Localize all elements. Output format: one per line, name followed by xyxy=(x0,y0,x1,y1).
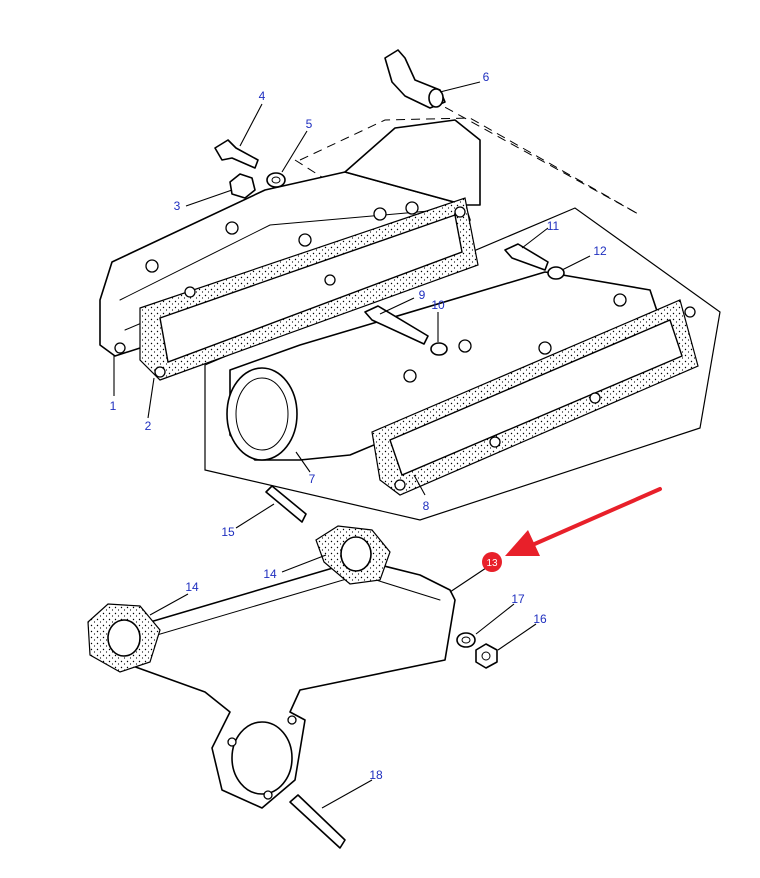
callout-2[interactable]: 2 xyxy=(145,419,152,433)
highlight-badge[interactable]: 13 xyxy=(482,552,502,572)
callout-4[interactable]: 4 xyxy=(259,89,266,103)
bolt[interactable] xyxy=(504,243,549,271)
washer[interactable] xyxy=(266,172,286,188)
stud[interactable] xyxy=(265,485,307,523)
bolt[interactable] xyxy=(214,139,259,169)
callout-1[interactable]: 1 xyxy=(110,399,117,413)
nut[interactable] xyxy=(475,643,498,669)
plug[interactable] xyxy=(229,173,256,199)
callout-9[interactable]: 9 xyxy=(419,288,426,302)
exhaust-manifold-gasket[interactable] xyxy=(139,197,479,381)
flange-gasket[interactable] xyxy=(87,603,161,673)
callout-16[interactable]: 16 xyxy=(533,612,547,626)
callout-7[interactable]: 7 xyxy=(309,472,316,486)
exhaust-pipe[interactable] xyxy=(117,559,456,809)
callout-17[interactable]: 17 xyxy=(511,592,525,606)
callout-12[interactable]: 12 xyxy=(593,244,607,258)
intake-manifold-outline-box xyxy=(204,207,721,521)
intake-manifold-gasket[interactable] xyxy=(371,299,699,496)
callout-14-right[interactable]: 14 xyxy=(263,567,277,581)
callout-13: 13 xyxy=(486,558,498,569)
bolt[interactable] xyxy=(364,305,429,345)
washer[interactable] xyxy=(456,632,476,648)
temperature-sensor[interactable] xyxy=(384,49,446,109)
washer[interactable] xyxy=(547,266,565,280)
callout-5[interactable]: 5 xyxy=(306,117,313,131)
callout-15[interactable]: 15 xyxy=(221,525,235,539)
washer[interactable] xyxy=(430,342,448,356)
callout-10[interactable]: 10 xyxy=(431,298,445,312)
callout-3[interactable]: 3 xyxy=(174,199,181,213)
callout-6[interactable]: 6 xyxy=(483,70,490,84)
callout-leaders xyxy=(113,81,591,809)
callout-11[interactable]: 11 xyxy=(547,219,560,233)
flange-gasket[interactable] xyxy=(315,525,391,585)
callout-8[interactable]: 8 xyxy=(423,499,430,513)
callout-18[interactable]: 18 xyxy=(369,768,383,782)
callout-labels: 4 5 3 6 1 2 7 8 9 10 11 12 15 14 14 17 1… xyxy=(110,70,607,782)
stud[interactable] xyxy=(289,794,346,849)
callout-14-left[interactable]: 14 xyxy=(185,580,199,594)
pointer-arrow xyxy=(505,487,662,556)
intake-manifold[interactable] xyxy=(226,271,661,461)
